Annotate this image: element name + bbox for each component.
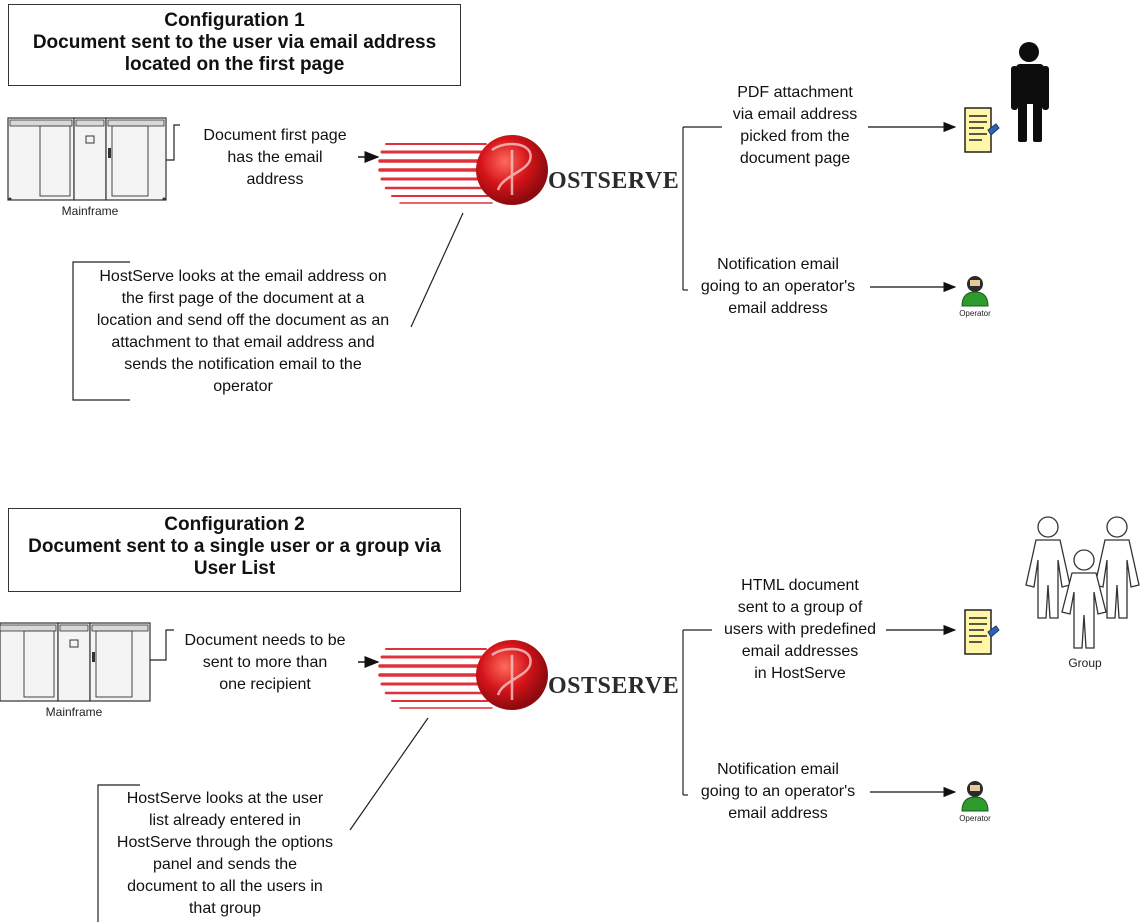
hostserve-logo xyxy=(378,135,548,205)
operator-icon xyxy=(961,276,989,307)
text-line: that group xyxy=(188,900,262,917)
config2-source-text: Document needs to be sent to more than o… xyxy=(170,630,360,696)
config2-branch1-text: HTML document sent to a group of users w… xyxy=(700,575,900,685)
hostserve-logo-text: OSTSERVE xyxy=(548,673,680,699)
config2-subtitle: Document sent to a single user or a grou… xyxy=(28,536,441,557)
config1-branch2-text: Notification email going to an operator'… xyxy=(684,254,872,320)
hostserve-logo xyxy=(378,640,548,710)
text-line: attachment to that email address and xyxy=(111,334,375,351)
text-line: Document first page xyxy=(203,127,347,144)
text-line: going to an operator's xyxy=(700,783,856,800)
text-line: Document needs to be xyxy=(184,632,346,649)
mainframe-icon xyxy=(7,117,167,201)
text-line: PDF attachment xyxy=(737,84,853,101)
operator-label: Operator xyxy=(959,309,991,318)
text-line: HTML document xyxy=(741,577,859,594)
operator-label: Operator xyxy=(959,814,991,823)
text-line: location and send off the document as an xyxy=(96,312,390,329)
text-line: email addresses xyxy=(741,643,859,660)
text-line: in HostServe xyxy=(754,665,846,682)
connector-line xyxy=(349,717,429,831)
text-line: users with predefined xyxy=(723,621,877,638)
text-line: sends the notification email to the xyxy=(124,356,362,373)
config1-source-text: Document first page has the email addres… xyxy=(180,125,370,191)
text-line: sent to more than xyxy=(202,654,328,671)
config1-subtitle-line2: located on the first page xyxy=(124,54,345,75)
text-line: HostServe through the options xyxy=(116,834,334,851)
document-icon xyxy=(964,107,1000,153)
note-bracket xyxy=(97,784,140,922)
text-line: Notification email xyxy=(717,256,839,273)
mainframe-label: Mainframe xyxy=(45,705,103,719)
text-line: sent to a group of xyxy=(737,599,863,616)
connector-line xyxy=(410,212,464,328)
note-bracket xyxy=(72,261,130,401)
config1-note-text: HostServe looks at the email address on … xyxy=(75,266,411,398)
text-line: document to all the users in xyxy=(127,878,323,895)
text-line: picked from the xyxy=(740,128,850,145)
config1-branch1-text: PDF attachment via email address picked … xyxy=(700,82,890,170)
config2-title: Configuration 2 xyxy=(164,514,305,535)
user-icon xyxy=(1011,42,1049,142)
connector-line xyxy=(166,124,180,161)
text-line: panel and sends the xyxy=(152,856,298,873)
text-line: operator xyxy=(213,378,273,395)
text-line: email address xyxy=(728,805,828,822)
text-line: one recipient xyxy=(219,676,311,693)
text-line: list already entered in xyxy=(148,812,302,829)
config2-title-box: Configuration 2 Document sent to a singl… xyxy=(8,508,461,592)
text-line: document page xyxy=(739,150,851,167)
config1-title: Configuration 1 xyxy=(164,10,305,31)
text-line: address xyxy=(246,171,304,188)
document-icon xyxy=(964,609,1000,655)
text-line: going to an operator's xyxy=(700,278,856,295)
operator-icon xyxy=(961,781,989,812)
text-line: has the email xyxy=(227,149,323,166)
connector-line xyxy=(150,629,174,661)
hostserve-logo-text: OSTSERVE xyxy=(548,168,680,194)
text-line: via email address xyxy=(732,106,858,123)
group-icon xyxy=(1025,516,1140,649)
mainframe-label: Mainframe xyxy=(61,204,119,218)
config1-subtitle: Document sent to the user via email addr… xyxy=(32,32,437,53)
mainframe-icon xyxy=(0,622,151,702)
text-line: HostServe looks at the user xyxy=(126,790,324,807)
config2-branch2-text: Notification email going to an operator'… xyxy=(684,759,872,825)
text-line: the first page of the document at a xyxy=(121,290,365,307)
text-line: Notification email xyxy=(717,761,839,778)
text-line: email address xyxy=(728,300,828,317)
config1-title-box: Configuration 1 Document sent to the use… xyxy=(8,4,461,86)
group-label: Group xyxy=(1068,656,1102,670)
config2-subtitle-line2: User List xyxy=(193,558,276,579)
config2-note-text: HostServe looks at the user list already… xyxy=(95,788,355,920)
text-line: HostServe looks at the email address on xyxy=(99,268,387,285)
